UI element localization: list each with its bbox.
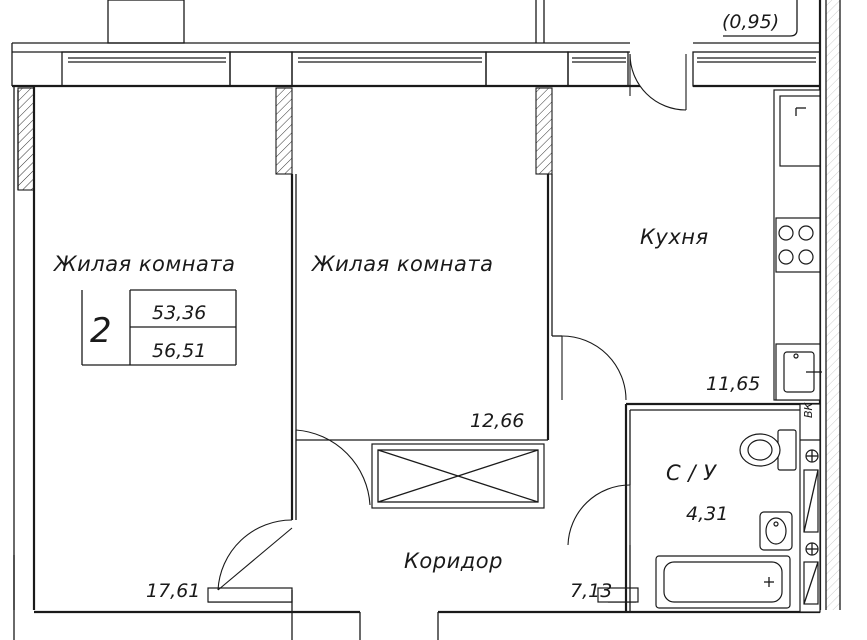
kitchen-area: 11,65 [706,373,760,395]
bathroom-area: 4,31 [686,503,728,525]
living-room-1-area: 17,61 [146,580,200,602]
living-room-1-name: Жилая комната [52,252,235,276]
apartment-number: 2 [90,311,112,351]
partition-room2-kitchen [296,87,562,441]
kitchen-door [561,335,627,401]
wardrobe [371,443,545,509]
room2-door [295,429,371,520]
apartment-summary-box [81,289,237,366]
bathtub [655,555,791,609]
living-room-2-name: Жилая комната [310,252,493,276]
stove [775,217,821,273]
room1-door [217,519,293,591]
washbasin [759,511,793,551]
bathroom-name: С / У [666,461,717,485]
kitchen-sink [775,343,822,401]
corridor-area: 7,13 [570,580,612,602]
top-exterior-wall [11,0,821,88]
living-area-value: 53,36 [152,302,206,324]
left-exterior-wall [13,86,36,640]
toilet [739,429,797,471]
bathroom-door [567,484,631,546]
right-exterior-wall [818,0,841,610]
bathroom-walls [624,402,820,612]
total-area-value: 56,51 [152,340,206,362]
living-room-2-area: 12,66 [470,410,524,432]
balcony-area-label: (0,95) [722,11,779,33]
corridor-name: Коридор [404,549,503,573]
riser-column [799,403,821,613]
bottom-wall [34,587,820,640]
kitchen-name: Кухня [640,225,709,249]
balcony-door [629,53,687,111]
riser-label: ВК [802,401,815,418]
